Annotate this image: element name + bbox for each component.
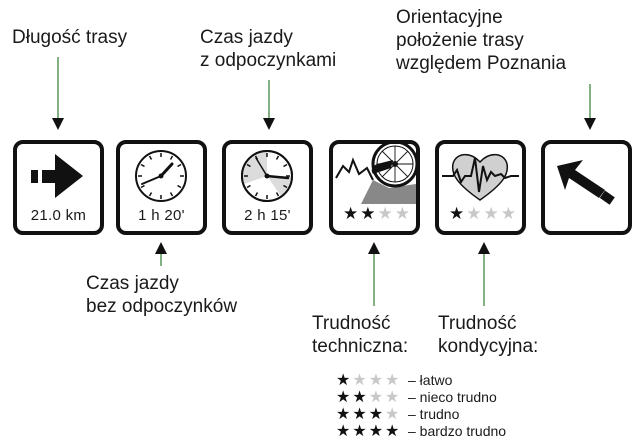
time-with-rest-tile: 2 h 15' — [222, 140, 313, 235]
legend-row: ★★★★– trudno — [336, 406, 460, 423]
ride-time-with-rest-label: Czas jazdy z odpoczynkami — [200, 27, 337, 71]
technical-stars: ★★★★ — [343, 205, 412, 223]
technical-difficulty-tile: ★★★★ — [329, 140, 420, 235]
distance-value: 21.0 km — [30, 207, 87, 224]
fitness-difficulty-tile: ★★★★ — [435, 140, 526, 235]
technical-star-4: ★ — [394, 204, 412, 223]
legend-row: ★★★★– nieco trudno — [336, 389, 497, 406]
technical-star-1: ★ — [343, 204, 361, 223]
right-arrow-icon — [31, 154, 83, 198]
time-no-rest-value: 1 h 20' — [138, 207, 185, 224]
distance-tile: 21.0 km — [13, 140, 104, 235]
difficulty-legend: ★★★★– łatwo ★★★★– nieco trudno ★★★★– tru… — [336, 372, 506, 440]
legend-label: – łatwo — [408, 372, 453, 388]
fitness-stars: ★★★★ — [449, 205, 518, 223]
legend-row: ★★★★– łatwo — [336, 372, 453, 389]
technical-star-3: ★ — [377, 204, 395, 223]
direction-tile — [541, 140, 632, 235]
fitness-difficulty-label: Trudność kondycyjna: — [438, 313, 539, 357]
legend-label: – bardzo trudno — [408, 423, 507, 439]
route-position-label: Orientacyjne położenie trasy względem Po… — [396, 7, 567, 74]
legend-label: – nieco trudno — [408, 389, 497, 405]
time-no-rest-tile: 1 h 20' — [116, 140, 207, 235]
ride-time-no-rest-label: Czas jazdy bez odpoczynków — [86, 273, 238, 317]
fitness-star-4: ★ — [500, 204, 518, 223]
fitness-star-3: ★ — [483, 204, 501, 223]
legend-label: – trudno — [408, 406, 460, 422]
heart-ekg-icon — [442, 153, 519, 201]
legend-row: ★★★★– bardzo trudno — [336, 423, 507, 440]
technical-difficulty-label: Trudność techniczna: — [312, 313, 409, 357]
fitness-star-1: ★ — [449, 204, 467, 223]
technical-star-2: ★ — [360, 204, 378, 223]
bicycle-wheel-terrain-icon — [335, 144, 416, 204]
fitness-star-2: ★ — [466, 204, 484, 223]
route-length-label: Długość trasy — [12, 27, 128, 48]
clock-shaded-icon — [241, 150, 293, 202]
time-with-rest-value: 2 h 15' — [244, 207, 291, 224]
clock-icon — [135, 150, 187, 202]
northwest-arrow-icon — [557, 160, 615, 205]
